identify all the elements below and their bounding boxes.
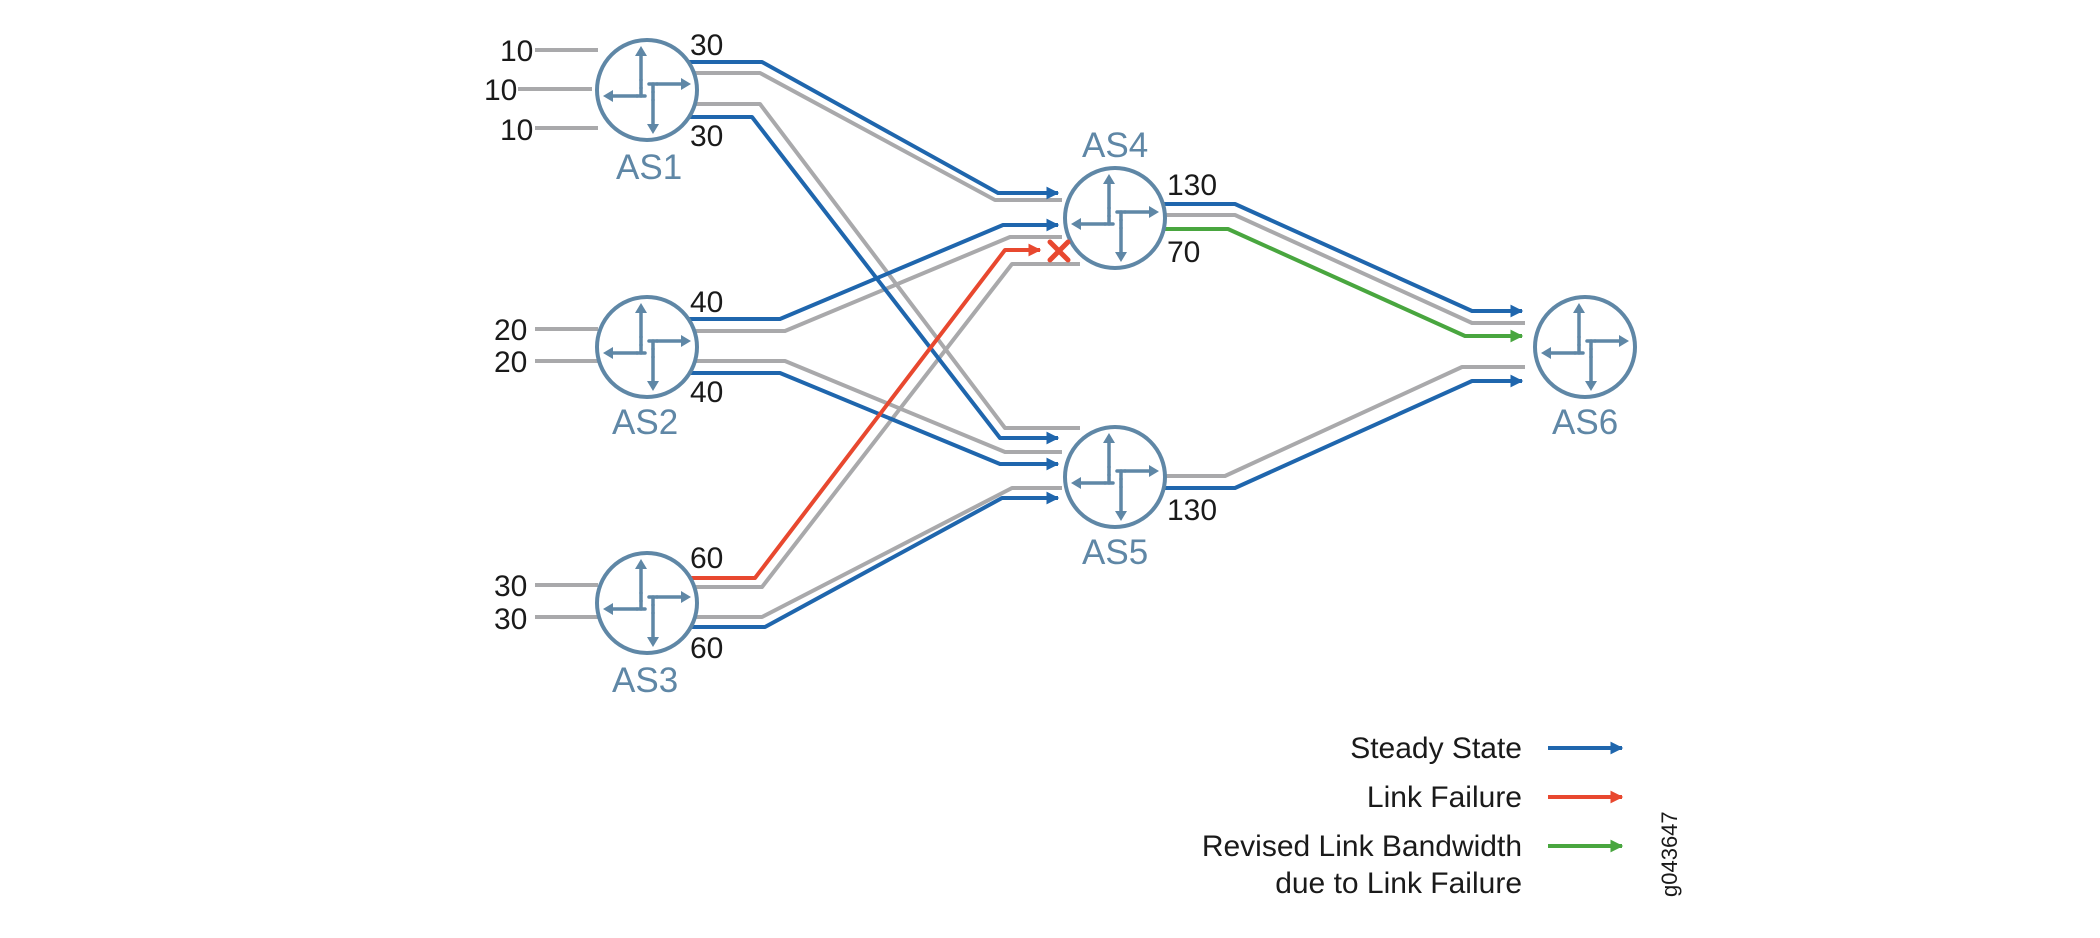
router-as1 xyxy=(595,38,699,142)
gray-path-as1-as5 xyxy=(680,102,1080,430)
legend-steady-label: Steady State xyxy=(1350,732,1522,765)
router-icon xyxy=(595,38,699,142)
link-as4-as6 xyxy=(1162,202,1524,318)
router-icon xyxy=(595,295,699,399)
link-label: 70 xyxy=(1167,236,1200,269)
router-as2 xyxy=(595,295,699,399)
router-icon xyxy=(1063,425,1167,529)
router-icon xyxy=(1063,166,1167,270)
x-icon xyxy=(1047,239,1071,263)
legend-failure-label: Link Failure xyxy=(1367,781,1522,814)
input-label: 30 xyxy=(494,570,527,603)
link-as2-as4 xyxy=(682,218,1060,321)
legend-revised-label-line2: due to Link Failure xyxy=(1275,867,1522,900)
link-as3-as5 xyxy=(682,491,1060,629)
legend-revised-label-line1: Revised Link Bandwidth xyxy=(1202,830,1522,863)
router-icon xyxy=(1533,295,1637,399)
gray-path-as3-as4 xyxy=(682,262,1080,589)
link-label: 60 xyxy=(690,632,723,665)
router-as6 xyxy=(1533,295,1637,399)
gray-path-as1-as4 xyxy=(680,71,1062,202)
node-label-as5: AS5 xyxy=(1082,533,1148,572)
link-as2-as5 xyxy=(682,371,1060,471)
node-label-as4: AS4 xyxy=(1082,126,1148,165)
gray-path-as3-as5 xyxy=(682,486,1062,619)
input-label: 10 xyxy=(484,74,517,107)
input-label: 10 xyxy=(500,114,533,147)
link-as1-as4 xyxy=(680,60,1060,200)
link-label: 40 xyxy=(690,286,723,319)
link-label: 30 xyxy=(690,29,723,62)
node-label-as1: AS1 xyxy=(616,148,682,187)
link-as5-as6 xyxy=(1162,374,1524,490)
legend: Steady State Link Failure Revised Link B… xyxy=(1202,732,1624,900)
link-as4-as6-revised xyxy=(1162,227,1524,343)
figure-id: g043647 xyxy=(1657,811,1682,897)
link-label: 130 xyxy=(1167,494,1217,527)
gray-path-as2-as4 xyxy=(682,235,1062,333)
node-label-as6: AS6 xyxy=(1552,403,1618,442)
gray-path-as2-as5 xyxy=(682,359,1062,454)
link-as3-as4-failure xyxy=(682,243,1042,580)
input-label: 20 xyxy=(494,346,527,379)
router-as5 xyxy=(1063,425,1167,529)
input-label: 20 xyxy=(494,314,527,347)
link-label: 30 xyxy=(690,120,723,153)
gray-path-as5-as6 xyxy=(1162,365,1525,478)
node-label-as2: AS2 xyxy=(612,403,678,442)
router-as3 xyxy=(595,551,699,655)
link-label: 40 xyxy=(690,376,723,409)
link-label: 130 xyxy=(1167,169,1217,202)
link-label: 60 xyxy=(690,542,723,575)
router-icon xyxy=(595,551,699,655)
node-label-as3: AS3 xyxy=(612,661,678,700)
input-label: 10 xyxy=(500,35,533,68)
router-as4 xyxy=(1063,166,1167,270)
gray-path-as4-as6 xyxy=(1162,213,1525,325)
input-label: 30 xyxy=(494,603,527,636)
